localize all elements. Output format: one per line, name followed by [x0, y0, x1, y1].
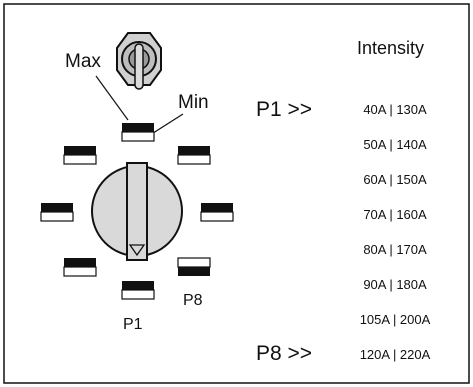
p8-position-label: P8	[183, 292, 203, 309]
min-leader-line	[149, 113, 184, 136]
intensity-row: 70A | 160A	[363, 207, 427, 222]
p8-arrow-label: P8 >>	[256, 342, 313, 365]
indicator-top	[121, 123, 155, 142]
intensity-row: 60A | 150A	[363, 172, 427, 187]
intensity-header: Intensity	[357, 38, 425, 58]
toggle-switch-icon	[116, 32, 162, 90]
rotary-selector-icon	[91, 162, 183, 261]
indicator-p1	[121, 281, 155, 300]
intensity-row: 105A | 200A	[359, 312, 431, 327]
intensity-row: 50A | 140A	[363, 137, 427, 152]
p1-position-label: P1	[123, 316, 143, 333]
triangle-pointer-icon	[128, 244, 146, 257]
indicator-left	[40, 203, 74, 222]
indicator-upper-right	[177, 146, 211, 165]
intensity-row: 80A | 170A	[363, 242, 427, 257]
intensity-row: 120A | 220A	[359, 347, 431, 362]
max-label: Max	[65, 51, 101, 72]
intensity-row: 90A | 180A	[363, 277, 427, 292]
max-leader-line	[95, 75, 129, 121]
min-label: Min	[178, 92, 209, 113]
indicator-p8	[177, 257, 211, 276]
indicator-right	[200, 203, 234, 222]
indicator-upper-left	[63, 146, 97, 165]
diagram-frame	[3, 3, 470, 384]
indicator-lower-left	[63, 258, 97, 277]
p1-arrow-label: P1 >>	[256, 98, 313, 121]
intensity-row: 40A | 130A	[363, 102, 427, 117]
